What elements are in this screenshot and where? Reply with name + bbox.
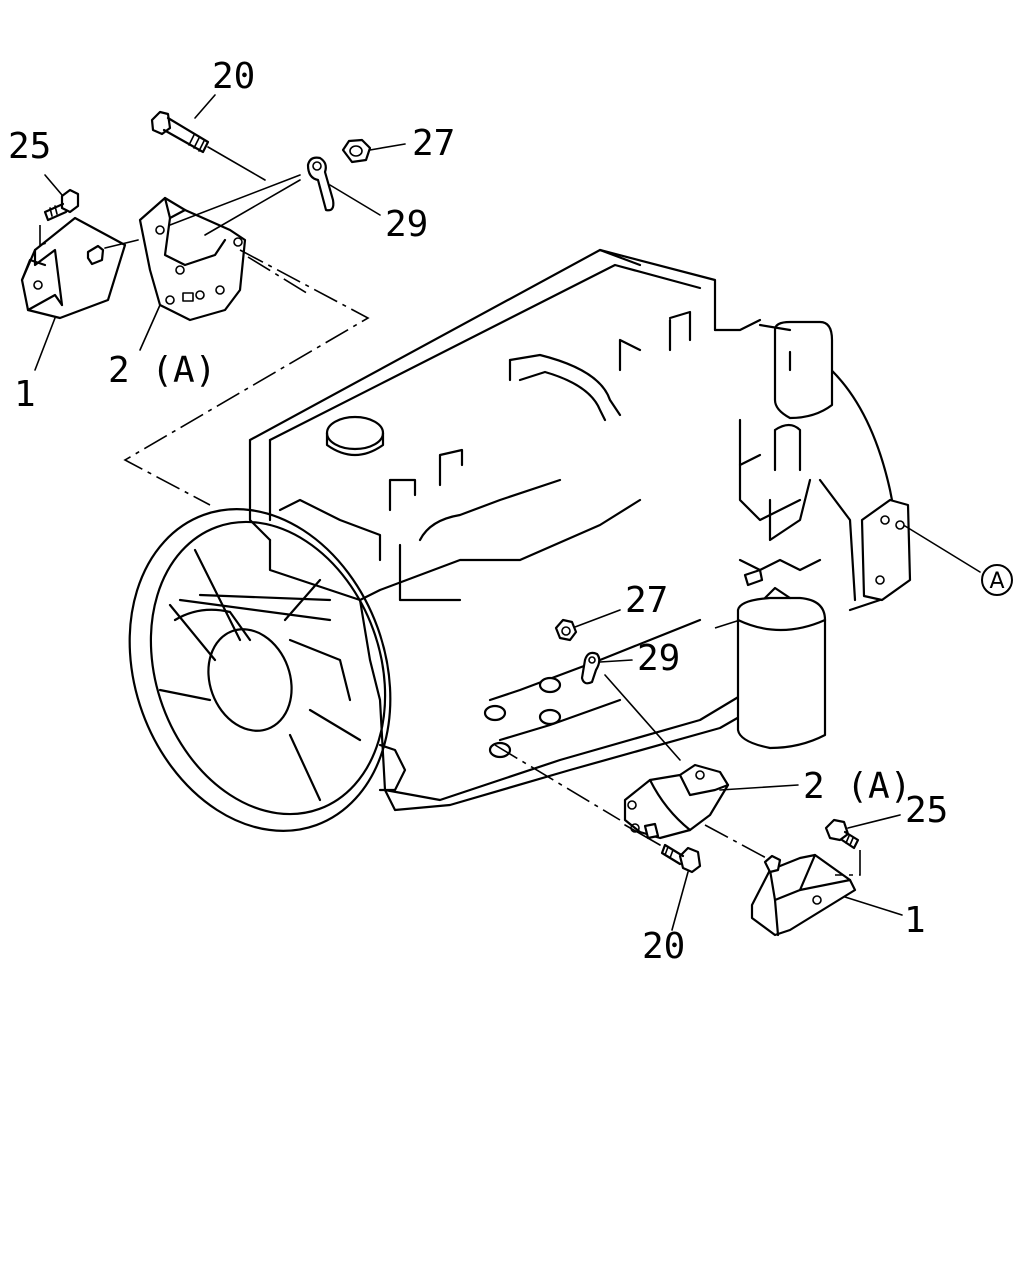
bracket-2a (138, 196, 247, 322)
label-bracket-2a-bottom: 2 (A) (803, 766, 911, 807)
leader-lines (34, 94, 981, 931)
label-nut-27-top: 27 (412, 123, 455, 164)
engine-block (248, 248, 912, 812)
cooling-fan (128, 508, 407, 832)
label-bolt-20-bottom: 20 (642, 926, 685, 967)
label-bolt-20-top: 20 (212, 56, 255, 97)
rubber-mount-1-lower (750, 853, 857, 937)
bolt-25-lower (824, 818, 850, 842)
label-mount-1-top: 1 (14, 374, 36, 415)
label-clip-29-top: 29 (385, 204, 428, 245)
nut-27-lower (554, 618, 578, 642)
front-mount-assembly (20, 110, 372, 506)
label-bolt-25-bottom: 25 (905, 790, 948, 831)
clip-29 (306, 156, 335, 212)
bolt-25 (60, 188, 80, 214)
label-bolt-25-top: 25 (8, 126, 51, 167)
bracket-2a-lower (623, 763, 730, 840)
label-nut-27-bottom: 27 (625, 580, 668, 621)
label-view-a: A (989, 569, 1004, 594)
label-bracket-2a-top: 2 (A) (108, 350, 216, 391)
bolt-20-lower (678, 846, 702, 874)
callout-labels: 20 25 27 29 2 (A) 1 27 29 2 (A) 25 1 20 … (8, 56, 1013, 967)
bolt-20-head (150, 110, 172, 136)
label-clip-29-bottom: 29 (637, 638, 680, 679)
view-reference-a: A (981, 564, 1013, 596)
rear-mount-assembly (494, 618, 861, 937)
nut-27 (341, 138, 372, 164)
rubber-mount-1 (20, 216, 127, 320)
label-mount-1-bottom: 1 (904, 900, 926, 941)
